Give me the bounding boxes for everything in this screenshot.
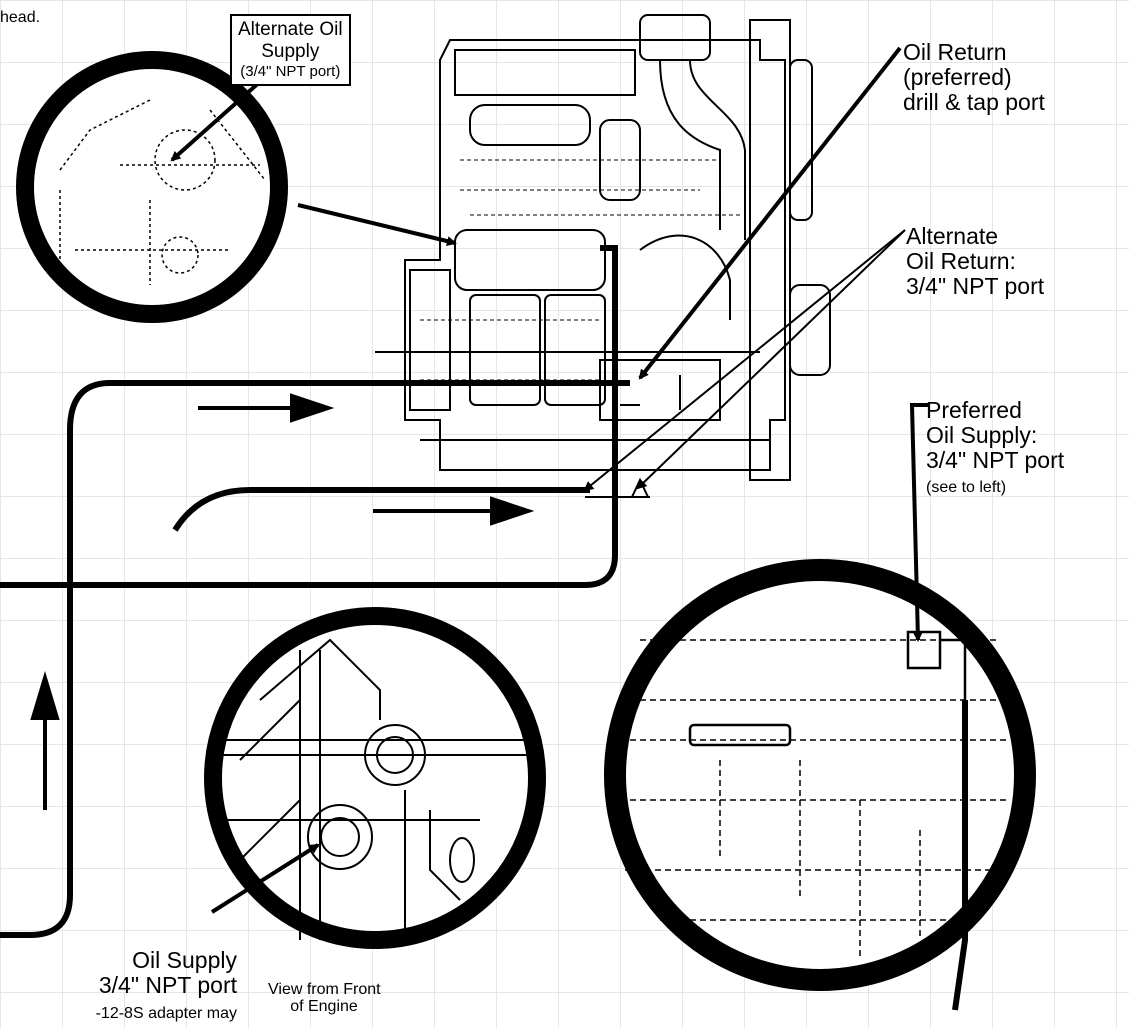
oil-supply-note: -12-8S adapter may bbox=[95, 1004, 237, 1022]
oil-supply-line2: 3/4" NPT port bbox=[98, 971, 237, 998]
alternate-return-line3: 3/4" NPT port bbox=[906, 272, 1045, 299]
alternate-return-label: Alternate Oil Return: 3/4" NPT port bbox=[906, 224, 1044, 298]
oil-return-line2: (preferred) bbox=[903, 63, 1012, 90]
alternate-supply-label: Alternate Oil Supply (3/4" NPT port) bbox=[230, 14, 351, 86]
preferred-supply-line1: Preferred bbox=[926, 397, 1022, 423]
preferred-supply-line2: Oil Supply: bbox=[926, 421, 1038, 448]
oil-return-line1: Oil Return bbox=[903, 39, 1007, 65]
front-view-line1: View from Front bbox=[268, 981, 381, 998]
alternate-return-line1: Alternate bbox=[906, 223, 999, 249]
head-text-fragment: head. bbox=[0, 9, 41, 26]
leader-lines bbox=[170, 46, 928, 914]
oil-supply-label: Oil Supply 3/4" NPT port -12-8S adapter … bbox=[96, 948, 237, 1022]
alternate-supply-note: (3/4" NPT port) bbox=[240, 62, 341, 80]
flow-arrows bbox=[30, 393, 535, 810]
port-fitting bbox=[585, 477, 650, 498]
alternate-supply-line2: Supply bbox=[261, 40, 320, 62]
preferred-supply-magnifier bbox=[604, 559, 1036, 1011]
preferred-supply-line3: 3/4" NPT port bbox=[926, 446, 1065, 473]
oil-supply-line1: Oil Supply bbox=[132, 947, 237, 973]
alternate-supply-line1: Alternate Oil bbox=[238, 19, 343, 40]
oil-return-line3: drill & tap port bbox=[903, 88, 1045, 115]
oil-lines bbox=[0, 245, 630, 938]
engine-detail-lines bbox=[420, 159, 740, 381]
oil-return-label: Oil Return (preferred) drill & tap port bbox=[903, 40, 1045, 114]
front-view-label: View from Front of Engine bbox=[268, 981, 381, 1016]
preferred-supply-note: (see to left) bbox=[926, 479, 1007, 497]
engine-drawing bbox=[375, 14, 831, 481]
preferred-supply-label: Preferred Oil Supply: 3/4" NPT port (see… bbox=[926, 398, 1064, 497]
alternate-return-line2: Oil Return: bbox=[906, 247, 1016, 274]
front-view-line2: of Engine bbox=[290, 998, 358, 1016]
front-view-magnifier bbox=[204, 607, 546, 949]
